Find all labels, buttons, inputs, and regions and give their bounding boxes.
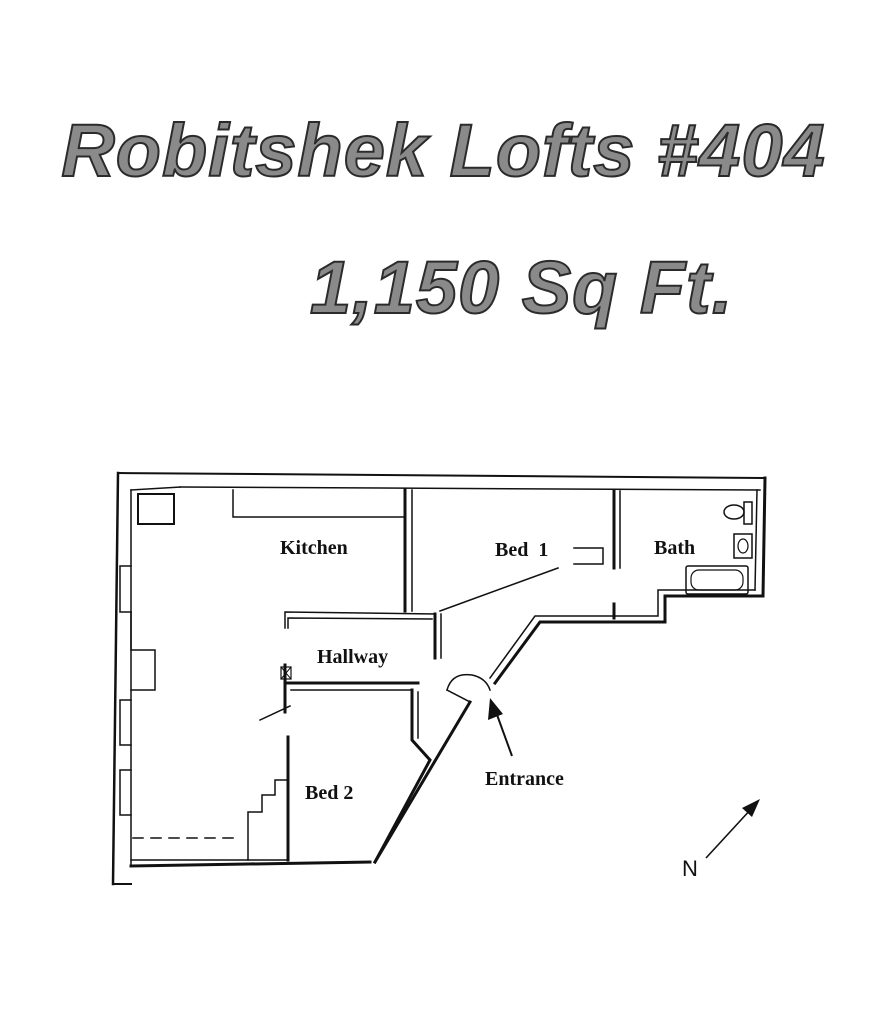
compass-north-label: N — [682, 856, 698, 881]
entrance-label: Entrance — [485, 768, 564, 790]
room-label-bath: Bath — [654, 537, 695, 559]
room-label-kitchen: Kitchen — [280, 537, 348, 559]
page-title: Robitshek Lofts #404 — [60, 108, 826, 193]
walls — [111, 471, 767, 886]
room-label-bed2: Bed 2 — [305, 782, 353, 804]
room-label-bed1: Bed 1 — [495, 539, 548, 561]
room-label-hallway: Hallway — [317, 646, 388, 668]
area-subtitle: 1,150 Sq Ft. — [309, 245, 734, 330]
north-arrow-icon — [705, 799, 760, 859]
entrance-arrow — [488, 698, 513, 757]
